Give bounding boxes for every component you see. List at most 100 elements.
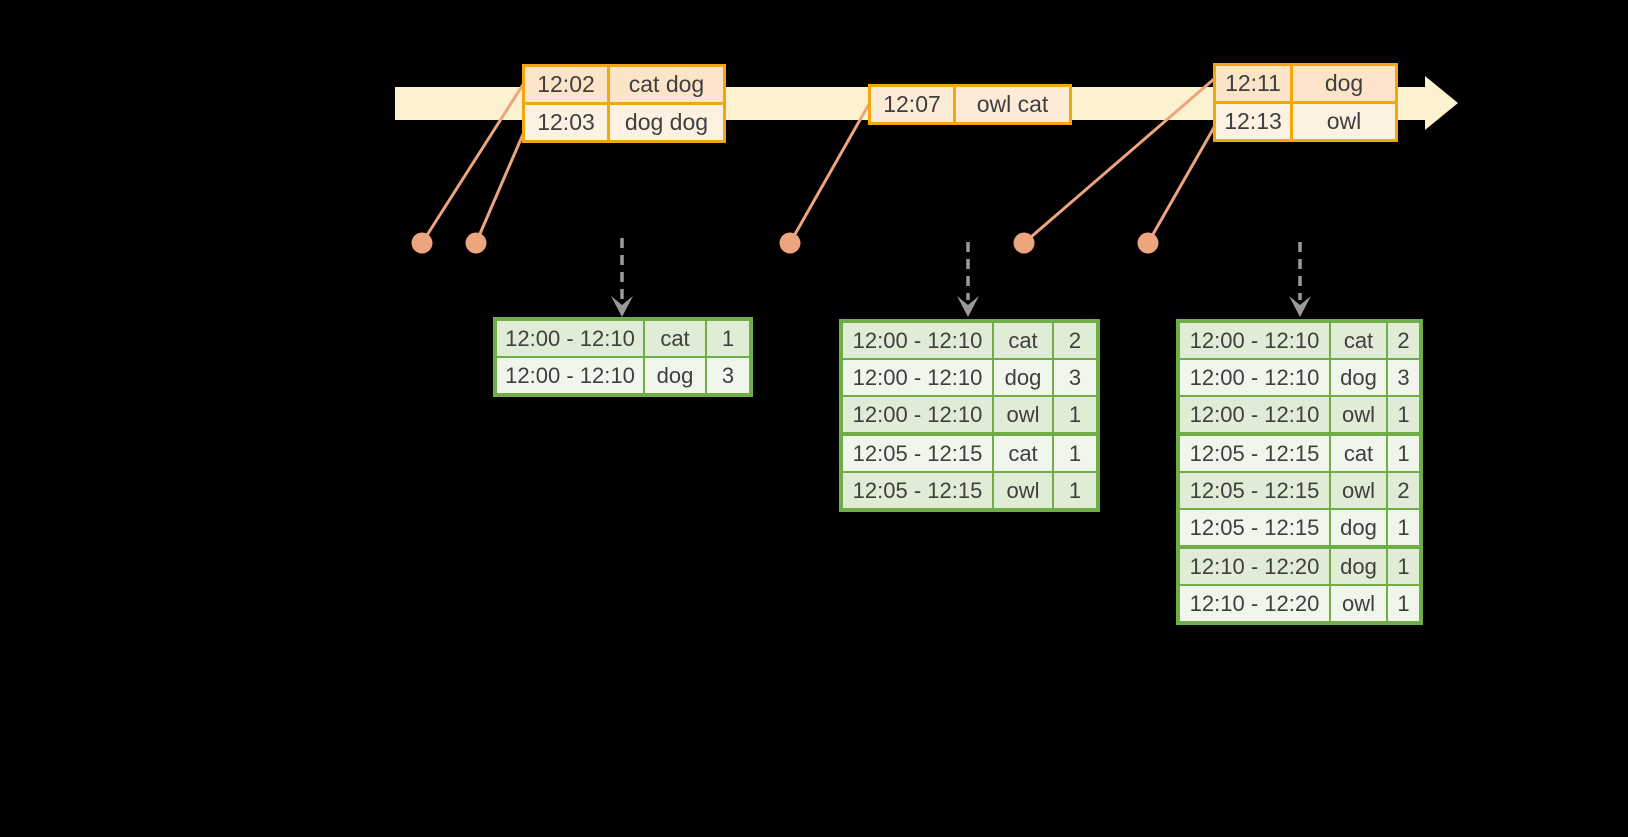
count-cell: 3	[1054, 360, 1096, 395]
words-cell: dog dog	[610, 105, 723, 140]
words-cell: owl	[1293, 104, 1395, 139]
event-table: 12:11 dog 12:13 owl	[1213, 63, 1398, 142]
words-cell: cat dog	[610, 67, 723, 102]
result-row: 12:00 - 12:10 owl 1	[843, 397, 1096, 432]
window-cell: 12:00 - 12:10	[1180, 323, 1329, 358]
word-cell: dog	[1331, 510, 1386, 545]
word-cell: cat	[994, 323, 1052, 358]
result-row: 12:05 - 12:15 cat 1	[843, 436, 1096, 471]
result-row: 12:00 - 12:10 cat 2	[843, 323, 1096, 358]
window-cell: 12:00 - 12:10	[1180, 397, 1329, 432]
event-row: 12:02 cat dog	[525, 67, 723, 102]
word-cell: dog	[645, 358, 705, 393]
window-group: 12:00 - 12:10 cat 2 12:00 - 12:10 dog 3 …	[1180, 323, 1419, 432]
event-dot	[1137, 232, 1159, 254]
result-row: 12:00 - 12:10 owl 1	[1180, 397, 1419, 432]
time-cell: 12:13	[1216, 104, 1290, 139]
event-table: 12:02 cat dog 12:03 dog dog	[522, 64, 726, 143]
trigger-arrow-icon	[611, 238, 633, 317]
window-cell: 12:05 - 12:15	[843, 473, 992, 508]
event-row: 12:11 dog	[1216, 66, 1395, 101]
count-cell: 3	[1388, 360, 1419, 395]
result-table: 12:00 - 12:10 cat 1 12:00 - 12:10 dog 3	[493, 317, 753, 397]
window-cell: 12:00 - 12:10	[843, 360, 992, 395]
window-cell: 12:00 - 12:10	[1180, 360, 1329, 395]
result-row: 12:00 - 12:10 cat 1	[497, 321, 749, 356]
time-cell: 12:03	[525, 105, 607, 140]
count-cell: 1	[1388, 397, 1419, 432]
result-row: 12:10 - 12:20 owl 1	[1180, 586, 1419, 621]
event-table: 12:07 owl cat	[868, 84, 1072, 125]
event-row: 12:07 owl cat	[871, 87, 1069, 122]
count-cell: 2	[1388, 323, 1419, 358]
event-row: 12:13 owl	[1216, 104, 1395, 139]
window-cell: 12:05 - 12:15	[1180, 510, 1329, 545]
result-row: 12:05 - 12:15 owl 1	[843, 473, 1096, 508]
result-row: 12:00 - 12:10 cat 2	[1180, 323, 1419, 358]
trigger-arrow-icon	[957, 242, 979, 317]
time-cell: 12:07	[871, 87, 953, 122]
word-cell: owl	[994, 473, 1052, 508]
result-table: 12:00 - 12:10 cat 2 12:00 - 12:10 dog 3 …	[839, 319, 1100, 512]
window-cell: 12:00 - 12:10	[843, 323, 992, 358]
window-cell: 12:00 - 12:10	[843, 397, 992, 432]
trigger-arrow-icon	[1289, 242, 1311, 317]
count-cell: 1	[1388, 510, 1419, 545]
event-dot	[465, 232, 487, 254]
window-group: 12:05 - 12:15 cat 1 12:05 - 12:15 owl 1	[843, 436, 1096, 508]
count-cell: 1	[1388, 586, 1419, 621]
result-row: 12:10 - 12:20 dog 1	[1180, 549, 1419, 584]
window-cell: 12:05 - 12:15	[1180, 436, 1329, 471]
result-row: 12:05 - 12:15 cat 1	[1180, 436, 1419, 471]
event-dot	[779, 232, 801, 254]
word-cell: cat	[1331, 323, 1386, 358]
event-connector-line	[420, 82, 526, 244]
result-row: 12:05 - 12:15 owl 2	[1180, 473, 1419, 508]
word-cell: cat	[645, 321, 705, 356]
window-group: 12:05 - 12:15 cat 1 12:05 - 12:15 owl 2 …	[1180, 436, 1419, 545]
window-cell: 12:10 - 12:20	[1180, 549, 1329, 584]
count-cell: 3	[707, 358, 749, 393]
window-group: 12:00 - 12:10 cat 2 12:00 - 12:10 dog 3 …	[843, 323, 1096, 432]
word-cell: dog	[1331, 549, 1386, 584]
word-cell: owl	[994, 397, 1052, 432]
count-cell: 1	[1388, 436, 1419, 471]
result-row: 12:05 - 12:15 dog 1	[1180, 510, 1419, 545]
window-cell: 12:05 - 12:15	[843, 436, 992, 471]
time-cell: 12:02	[525, 67, 607, 102]
words-cell: owl cat	[956, 87, 1069, 122]
event-connector-line	[1023, 77, 1215, 245]
words-cell: dog	[1293, 66, 1395, 101]
word-cell: owl	[1331, 397, 1386, 432]
event-dot	[411, 232, 433, 254]
event-connector-line	[788, 103, 871, 244]
result-row: 12:00 - 12:10 dog 3	[1180, 360, 1419, 395]
word-cell: dog	[1331, 360, 1386, 395]
count-cell: 2	[1388, 473, 1419, 508]
event-row: 12:03 dog dog	[525, 105, 723, 140]
count-cell: 1	[1054, 397, 1096, 432]
window-group: 12:00 - 12:10 cat 1 12:00 - 12:10 dog 3	[497, 321, 749, 393]
word-cell: dog	[994, 360, 1052, 395]
window-cell: 12:00 - 12:10	[497, 321, 643, 356]
time-cell: 12:11	[1216, 66, 1290, 101]
window-cell: 12:00 - 12:10	[497, 358, 643, 393]
event-connector-line	[474, 124, 529, 244]
word-cell: cat	[1331, 436, 1386, 471]
window-cell: 12:10 - 12:20	[1180, 586, 1329, 621]
event-dot	[1013, 232, 1035, 254]
count-cell: 1	[1054, 436, 1096, 471]
word-cell: owl	[1331, 473, 1386, 508]
result-table: 12:00 - 12:10 cat 2 12:00 - 12:10 dog 3 …	[1176, 319, 1423, 625]
word-cell: cat	[994, 436, 1052, 471]
count-cell: 2	[1054, 323, 1096, 358]
count-cell: 1	[1388, 549, 1419, 584]
count-cell: 1	[1054, 473, 1096, 508]
result-row: 12:00 - 12:10 dog 3	[843, 360, 1096, 395]
word-cell: owl	[1331, 586, 1386, 621]
event-connector-line	[1146, 123, 1218, 244]
window-group: 12:10 - 12:20 dog 1 12:10 - 12:20 owl 1	[1180, 549, 1419, 621]
result-row: 12:00 - 12:10 dog 3	[497, 358, 749, 393]
window-cell: 12:05 - 12:15	[1180, 473, 1329, 508]
